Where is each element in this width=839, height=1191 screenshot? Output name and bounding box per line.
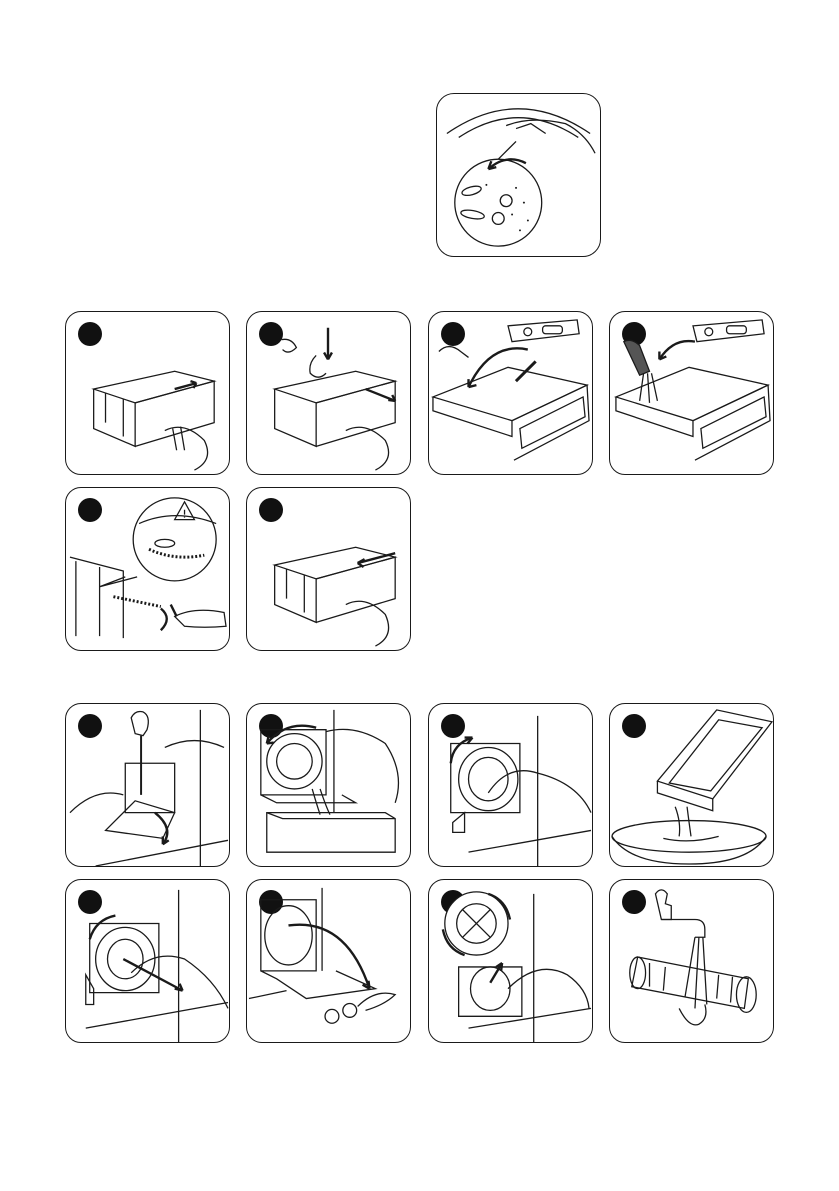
press-release-drawer-illustration: [246, 311, 411, 475]
empty-tray-illustration: [609, 703, 774, 867]
pull-filter-illustration: [65, 879, 230, 1043]
remove-debris-illustration: [246, 879, 411, 1043]
drain-water-illustration: [246, 703, 411, 867]
check-impeller-illustration: [428, 879, 593, 1043]
open-flap-illustration: [65, 703, 230, 867]
rinse-drawer-illustration: [609, 311, 774, 475]
clean-recess-illustration: [65, 487, 230, 651]
remove-siphon-brush-illustration: [428, 311, 593, 475]
pull-out-drawer-illustration: [65, 311, 230, 475]
rinse-filter-illustration: [609, 879, 774, 1043]
pocket-check-illustration: [436, 93, 601, 257]
insert-drawer-illustration: [246, 487, 411, 651]
turn-filter-illustration: [428, 703, 593, 867]
